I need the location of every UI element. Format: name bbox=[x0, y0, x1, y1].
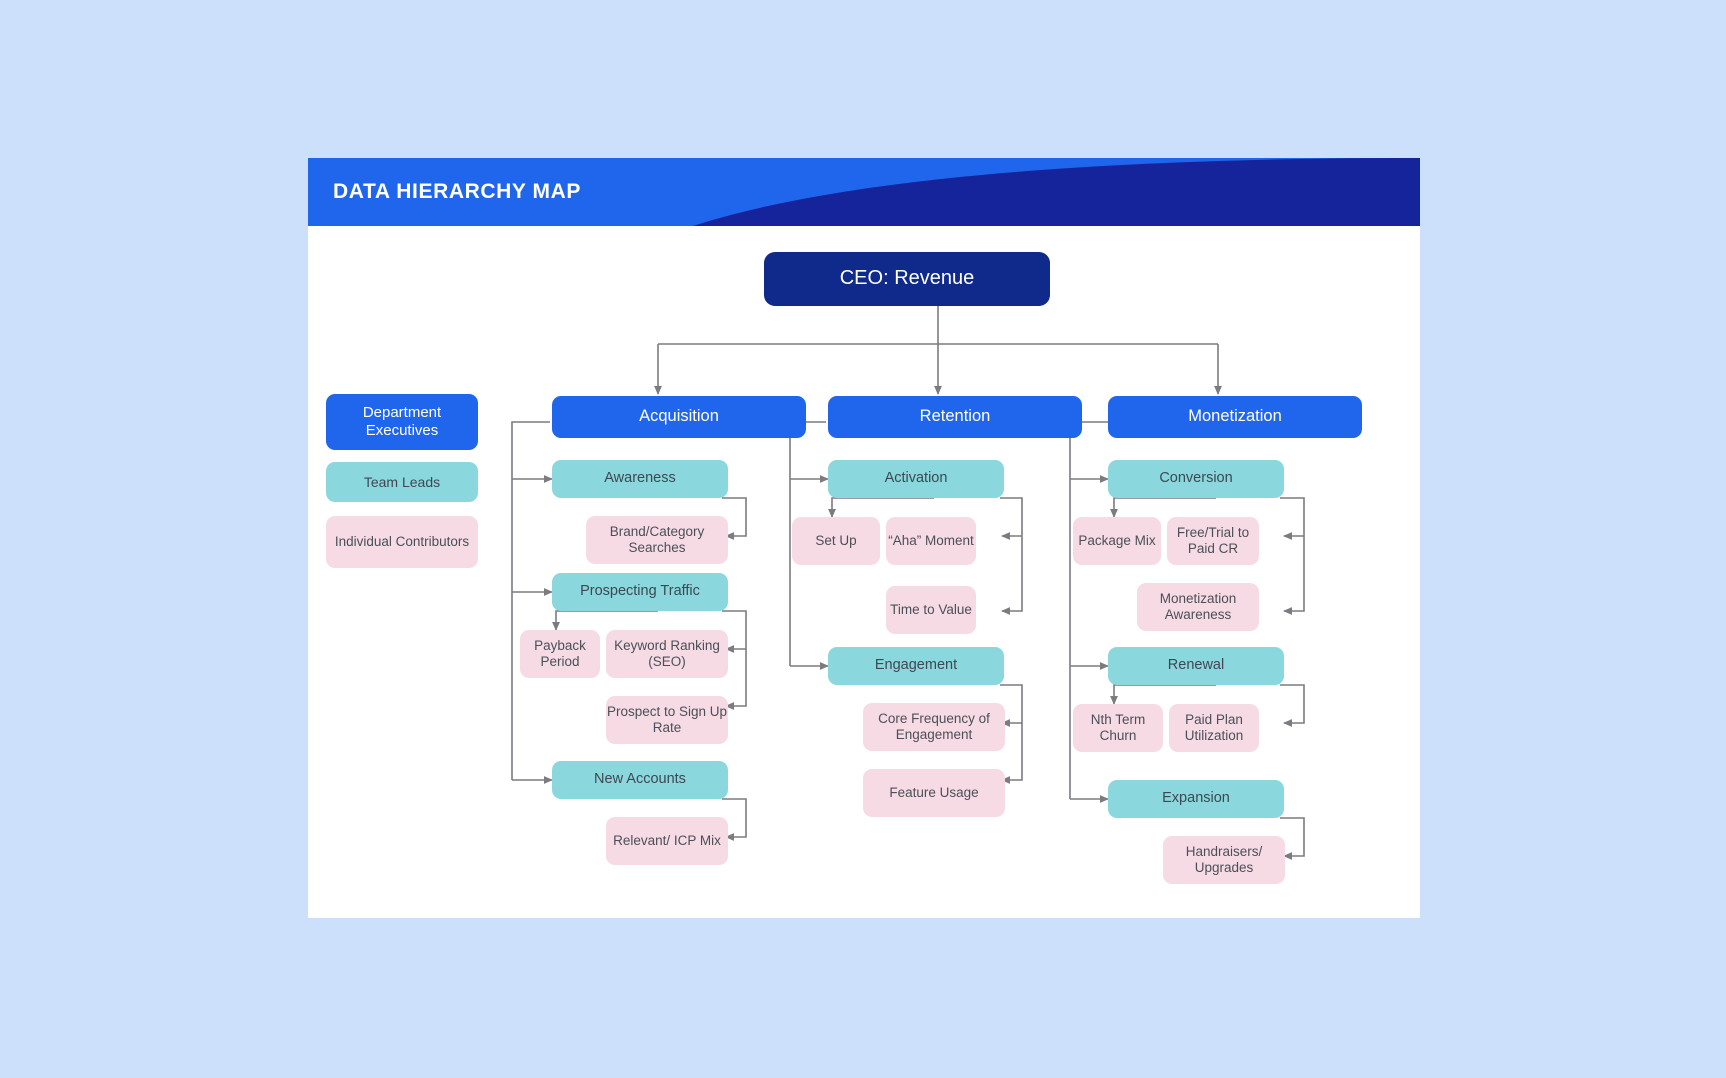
node-set-up[interactable]: Set Up bbox=[792, 517, 880, 565]
node-payback-period[interactable]: Payback Period bbox=[520, 630, 600, 678]
node-retention[interactable]: Retention bbox=[828, 396, 1082, 438]
node-relevant-icp-mix[interactable]: Relevant/ ICP Mix bbox=[606, 817, 728, 865]
node-handraisers-upgrades[interactable]: Handraisers/ Upgrades bbox=[1163, 836, 1285, 884]
diagram-area: CEO: Revenue Department Executives Team … bbox=[308, 226, 1420, 918]
header-curve-decoration bbox=[693, 158, 1420, 226]
node-monetization[interactable]: Monetization bbox=[1108, 396, 1362, 438]
legend-item-department-executives[interactable]: Department Executives bbox=[326, 394, 478, 450]
node-activation[interactable]: Activation bbox=[828, 460, 1004, 498]
node-core-frequency-of-engagement[interactable]: Core Frequency of Engagement bbox=[863, 703, 1005, 751]
card-header: DATA HIERARCHY MAP bbox=[308, 158, 1420, 226]
node-brand-category-searches[interactable]: Brand/Category Searches bbox=[586, 516, 728, 564]
legend-item-individual-contributors[interactable]: Individual Contributors bbox=[326, 516, 478, 568]
node-acquisition[interactable]: Acquisition bbox=[552, 396, 806, 438]
node-prospecting-traffic[interactable]: Prospecting Traffic bbox=[552, 573, 728, 611]
node-free-trial-to-paid-cr[interactable]: Free/Trial to Paid CR bbox=[1167, 517, 1259, 565]
node-conversion[interactable]: Conversion bbox=[1108, 460, 1284, 498]
legend-item-team-leads[interactable]: Team Leads bbox=[326, 462, 478, 502]
node-paid-plan-utilization[interactable]: Paid Plan Utilization bbox=[1169, 704, 1259, 752]
node-prospect-to-sign-up-rate[interactable]: Prospect to Sign Up Rate bbox=[606, 696, 728, 744]
node-engagement[interactable]: Engagement bbox=[828, 647, 1004, 685]
node-aha-moment[interactable]: “Aha” Moment bbox=[886, 517, 976, 565]
node-expansion[interactable]: Expansion bbox=[1108, 780, 1284, 818]
node-awareness[interactable]: Awareness bbox=[552, 460, 728, 498]
node-nth-term-churn[interactable]: Nth Term Churn bbox=[1073, 704, 1163, 752]
node-feature-usage[interactable]: Feature Usage bbox=[863, 769, 1005, 817]
diagram-card: DATA HIERARCHY MAP bbox=[308, 158, 1420, 918]
node-package-mix[interactable]: Package Mix bbox=[1073, 517, 1161, 565]
node-monetization-awareness[interactable]: Monetization Awareness bbox=[1137, 583, 1259, 631]
node-renewal[interactable]: Renewal bbox=[1108, 647, 1284, 685]
node-ceo-revenue[interactable]: CEO: Revenue bbox=[764, 252, 1050, 306]
page-title: DATA HIERARCHY MAP bbox=[333, 180, 582, 203]
node-keyword-ranking-seo[interactable]: Keyword Ranking (SEO) bbox=[606, 630, 728, 678]
node-time-to-value[interactable]: Time to Value bbox=[886, 586, 976, 634]
node-new-accounts[interactable]: New Accounts bbox=[552, 761, 728, 799]
